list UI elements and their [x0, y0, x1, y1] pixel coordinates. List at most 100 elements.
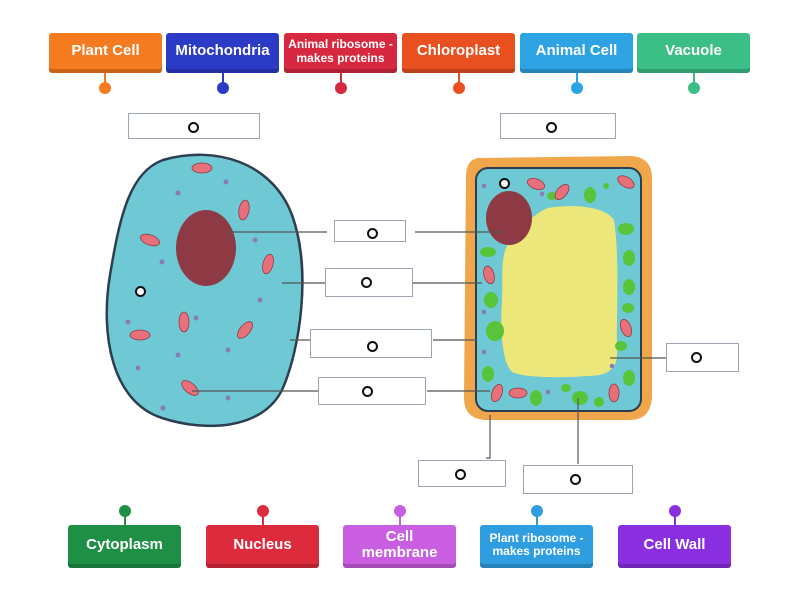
- hotspot-marker[interactable]: [455, 469, 466, 480]
- pin-vacuole[interactable]: [688, 82, 700, 94]
- label-mitochondria[interactable]: Mitochondria: [166, 33, 279, 73]
- label-animal-ribosome[interactable]: Animal ribosome - makes proteins: [284, 33, 397, 73]
- label-plant-cell[interactable]: Plant Cell: [49, 33, 162, 73]
- ribosome: [481, 309, 487, 315]
- hotspot-marker[interactable]: [546, 122, 557, 133]
- hotspot-marker[interactable]: [135, 286, 146, 297]
- hotspot-marker[interactable]: [691, 352, 702, 363]
- animal-cell-body: [105, 153, 304, 428]
- label-nucleus[interactable]: Nucleus: [206, 525, 319, 568]
- label-cell-wall[interactable]: Cell Wall: [618, 525, 731, 568]
- chloroplast: [486, 321, 504, 341]
- ribosome: [257, 297, 263, 303]
- pin-animal-cell[interactable]: [571, 82, 583, 94]
- mitochondrion: [483, 265, 495, 285]
- pin-cytoplasm[interactable]: [119, 505, 131, 517]
- pin-stem: [340, 73, 342, 83]
- mitochondrion: [237, 321, 253, 339]
- ribosome: [175, 190, 181, 196]
- mitochondrion: [181, 380, 199, 396]
- ribosome: [223, 179, 229, 185]
- chloroplast: [484, 292, 498, 308]
- ribosome: [545, 389, 551, 395]
- chloroplast: [603, 183, 609, 189]
- label-cell-membrane[interactable]: Cell membrane: [343, 525, 456, 568]
- ribosome: [225, 395, 231, 401]
- chloroplast: [530, 390, 542, 406]
- ribosome: [159, 259, 165, 265]
- animal-ribosomes: [125, 179, 263, 411]
- pin-plant-cell[interactable]: [99, 82, 111, 94]
- label-vacuole[interactable]: Vacuole: [637, 33, 750, 73]
- pin-stem: [222, 73, 224, 83]
- pin-stem: [104, 73, 106, 83]
- ribosome: [609, 363, 615, 369]
- mitochondrion: [617, 175, 635, 189]
- pin-stem: [693, 73, 695, 83]
- ribosome: [175, 352, 181, 358]
- label-plant-ribosome[interactable]: Plant ribosome - makes proteins: [480, 525, 593, 568]
- ribosome: [193, 315, 199, 321]
- label-animal-cell[interactable]: Animal Cell: [520, 33, 633, 73]
- mitochondrion: [619, 318, 633, 338]
- ribosome: [160, 405, 166, 411]
- pin-nucleus[interactable]: [257, 505, 269, 517]
- drop-zone-plant-cell-title[interactable]: [500, 113, 616, 139]
- pin-cell-wall[interactable]: [669, 505, 681, 517]
- plant-nucleus: [486, 191, 532, 245]
- hotspot-marker[interactable]: [362, 386, 373, 397]
- animal-cell: [105, 153, 304, 428]
- ribosome: [135, 365, 141, 371]
- pin-stem: [124, 515, 126, 525]
- mitochondrion: [178, 311, 190, 333]
- pin-cell-membrane[interactable]: [394, 505, 406, 517]
- mitochondrion: [490, 383, 504, 403]
- hotspot-marker[interactable]: [361, 277, 372, 288]
- pin-stem: [262, 515, 264, 525]
- chloroplast: [572, 391, 588, 405]
- hotspot-marker[interactable]: [367, 228, 378, 239]
- pin-chloroplast[interactable]: [453, 82, 465, 94]
- chloroplast: [622, 303, 634, 313]
- pin-plant-ribosome[interactable]: [531, 505, 543, 517]
- ribosome: [125, 319, 131, 325]
- hotspot-marker[interactable]: [499, 178, 510, 189]
- mitochondrion: [238, 199, 250, 221]
- mitochondrion: [554, 183, 570, 201]
- mitochondrion: [129, 329, 151, 341]
- chloroplast: [561, 384, 571, 392]
- chloroplast: [623, 250, 635, 266]
- mitochondrion: [608, 383, 620, 403]
- animal-mitochondria-group: [129, 162, 274, 396]
- plant-cell: [464, 156, 652, 420]
- hotspot-marker[interactable]: [188, 122, 199, 133]
- chloroplast: [594, 397, 604, 407]
- label-cytoplasm[interactable]: Cytoplasm: [68, 525, 181, 568]
- chloroplast: [615, 341, 627, 351]
- chloroplast: [584, 187, 596, 203]
- pin-animal-ribosome[interactable]: [335, 82, 347, 94]
- ribosome: [481, 349, 487, 355]
- mitochondrion: [526, 177, 546, 191]
- ribosome: [539, 191, 545, 197]
- ribosome: [225, 347, 231, 353]
- pin-stem: [458, 73, 460, 83]
- mitochondrion: [262, 253, 274, 275]
- plant-chloroplasts: [480, 183, 635, 407]
- mitochondrion: [508, 387, 528, 399]
- chloroplast: [480, 247, 496, 257]
- leader-line: [486, 415, 491, 459]
- hotspot-marker[interactable]: [367, 341, 378, 352]
- pin-stem: [399, 515, 401, 525]
- label-chloroplast[interactable]: Chloroplast: [402, 33, 515, 73]
- chloroplast: [618, 223, 634, 235]
- mitochondrion: [191, 162, 213, 174]
- hotspot-marker[interactable]: [570, 474, 581, 485]
- pin-mitochondria[interactable]: [217, 82, 229, 94]
- pin-stem: [674, 515, 676, 525]
- drop-zone-vacuole[interactable]: [666, 343, 739, 372]
- chloroplast: [623, 279, 635, 295]
- animal-nucleus: [176, 210, 236, 286]
- mitochondrion: [140, 233, 160, 247]
- chloroplast: [623, 370, 635, 386]
